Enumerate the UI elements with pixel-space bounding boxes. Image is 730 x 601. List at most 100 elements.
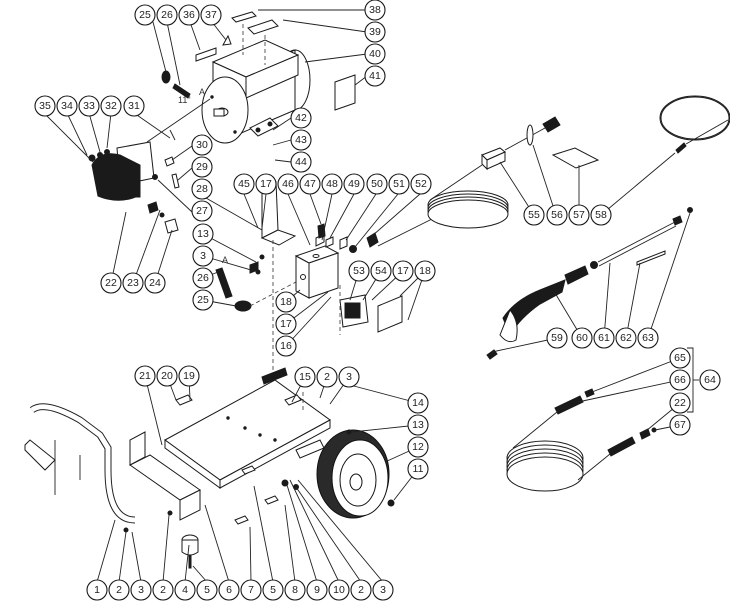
callout-55: 55 [523, 204, 545, 226]
callout-3-bottom: 3 [130, 579, 152, 601]
callout-13: 13 [192, 223, 214, 245]
callout-33: 33 [78, 95, 100, 117]
svg-text:3: 3 [380, 584, 386, 596]
svg-text:13: 13 [197, 228, 209, 240]
svg-text:37: 37 [205, 9, 217, 21]
svg-text:32: 32 [105, 100, 117, 112]
svg-text:8: 8 [292, 584, 298, 596]
svg-text:35: 35 [39, 100, 51, 112]
callout-23: 23 [122, 272, 144, 294]
svg-text:20: 20 [161, 370, 173, 382]
callout-62: 62 [615, 327, 637, 349]
callout-64: 64 [699, 369, 721, 391]
callout-48: 48 [321, 173, 343, 195]
decal-37 [222, 34, 232, 46]
callout-27: 27 [191, 200, 213, 222]
svg-text:45: 45 [238, 178, 250, 190]
svg-text:3: 3 [346, 371, 352, 383]
callout-19: 19 [178, 365, 200, 387]
svg-text:62: 62 [620, 332, 632, 344]
callout-3-bottom-c: 3 [372, 579, 394, 601]
callout-13-lower: 13 [407, 414, 429, 436]
callout-18: 18 [275, 291, 297, 313]
svg-text:44: 44 [295, 156, 307, 168]
callout-25-lower: 25 [192, 289, 214, 311]
svg-text:55: 55 [528, 209, 540, 221]
svg-text:2: 2 [324, 371, 330, 383]
svg-text:10: 10 [333, 584, 345, 596]
svg-text:5: 5 [270, 584, 276, 596]
svg-text:2: 2 [358, 584, 364, 596]
callout-50: 50 [366, 173, 388, 195]
svg-text:50: 50 [371, 178, 383, 190]
callout-31: 31 [123, 95, 145, 117]
svg-text:17: 17 [397, 265, 409, 277]
callout-63: 63 [637, 327, 659, 349]
svg-text:26: 26 [197, 272, 209, 284]
callout-30: 30 [191, 134, 213, 156]
cart-frame [123, 379, 331, 569]
svg-text:39: 39 [369, 26, 381, 38]
callout-4: 4 [174, 579, 196, 601]
svg-text:31: 31 [128, 100, 140, 112]
callout-42: 42 [290, 107, 312, 129]
callout-56: 56 [546, 204, 568, 226]
callout-9: 9 [306, 579, 328, 601]
callout-1: 1 [86, 579, 108, 601]
callout-65: 65 [669, 347, 691, 369]
svg-text:17: 17 [280, 318, 292, 330]
decal-38 [231, 11, 257, 23]
callout-47: 47 [299, 173, 321, 195]
svg-text:47: 47 [304, 178, 316, 190]
callout-14: 14 [407, 392, 429, 414]
svg-text:1: 1 [94, 584, 100, 596]
callout-49: 49 [343, 173, 365, 195]
svg-text:53: 53 [353, 265, 365, 277]
callout-67: 67 [669, 414, 691, 436]
callout-60: 60 [571, 327, 593, 349]
svg-text:23: 23 [127, 277, 139, 289]
svg-text:67: 67 [674, 419, 686, 431]
callout-29: 29 [191, 156, 213, 178]
callout-2-bottom-c: 2 [350, 579, 372, 601]
callout-20: 20 [156, 365, 178, 387]
handle-front [24, 403, 136, 524]
svg-text:5: 5 [204, 584, 210, 596]
callout-22: 22 [100, 272, 122, 294]
callout-2-bottom: 2 [108, 579, 130, 601]
svg-text:65: 65 [674, 352, 686, 364]
power-cord [427, 116, 600, 229]
svg-text:66: 66 [674, 374, 686, 386]
svg-text:22: 22 [105, 277, 117, 289]
svg-text:60: 60 [576, 332, 588, 344]
callout-38: 38 [364, 0, 386, 21]
svg-text:48: 48 [326, 178, 338, 190]
decal-41 [334, 74, 356, 111]
callout-61: 61 [593, 327, 615, 349]
callout-37: 37 [200, 4, 222, 26]
spring-marker-a: A [222, 255, 228, 265]
callout-53: 53 [348, 260, 370, 282]
callout-2-bottom-b: 2 [152, 579, 174, 601]
svg-text:54: 54 [375, 265, 387, 277]
callout-17: 17 [255, 173, 277, 195]
callout-15: 15 [294, 366, 316, 388]
callout-58: 58 [590, 204, 612, 226]
motor-marker-a: A [199, 87, 205, 97]
callout-57: 57 [568, 204, 590, 226]
svg-text:21: 21 [139, 370, 151, 382]
callout-32: 32 [100, 95, 122, 117]
callout-25: 25 [134, 4, 156, 26]
coupling-upper: 11" A [161, 70, 205, 105]
cord-tag [551, 147, 600, 169]
svg-text:42: 42 [295, 112, 307, 124]
spray-gun [486, 207, 693, 360]
callout-8: 8 [284, 579, 306, 601]
callout-36: 36 [178, 4, 200, 26]
svg-text:12: 12 [412, 441, 424, 453]
hose-kit [506, 388, 657, 492]
callout-45: 45 [233, 173, 255, 195]
callout-3-mid: 3 [338, 366, 360, 388]
svg-text:4: 4 [182, 584, 188, 596]
